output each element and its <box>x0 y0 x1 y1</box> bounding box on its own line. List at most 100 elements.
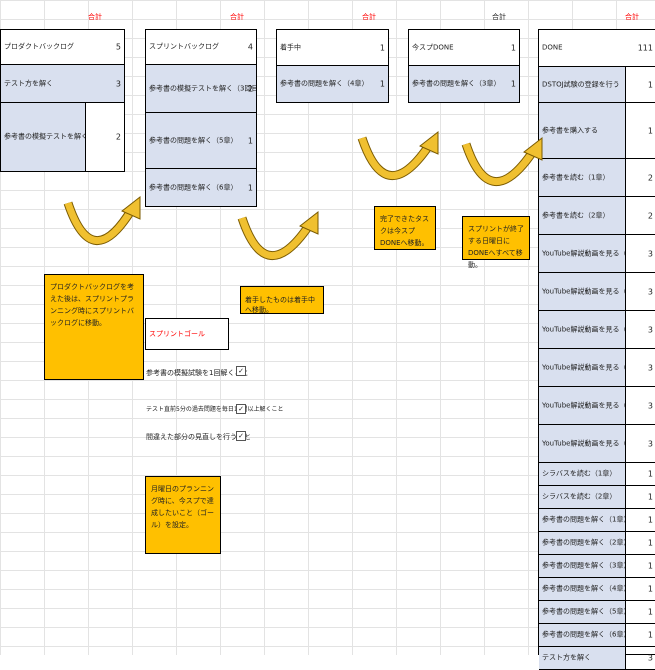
task-label: 参考書を購入する <box>542 126 598 134</box>
done-title-row[interactable]: DONE 111 <box>539 30 655 67</box>
table-row[interactable]: 参考書の問題を解く（4章） 1 <box>277 66 388 102</box>
task-value: 2 <box>247 84 253 93</box>
task-value: 1 <box>647 561 653 571</box>
task-label-cell: YouTube解説動画を見る（5章） <box>539 387 626 424</box>
task-value: 3 <box>647 439 653 448</box>
task-label-cell: 参考書を購入する <box>539 103 626 158</box>
table-row[interactable]: YouTube解説動画を見る（2章）3 <box>539 273 655 311</box>
task-value: 3 <box>647 363 653 372</box>
task-value: 3 <box>647 401 653 410</box>
table-row[interactable]: 参考書の模擬テストを解く（3回目） 2 <box>146 65 256 113</box>
table-row[interactable]: 参考書の問題を解く（1章）1 <box>539 509 655 532</box>
table-row[interactable]: 参考書を読む（2章）2 <box>539 197 655 235</box>
table-row[interactable]: シラバスを読む（2章） 1 <box>539 486 655 509</box>
table-row[interactable]: YouTube解説動画を見る（1章）3 <box>539 235 655 273</box>
done-title: DONE <box>542 43 563 52</box>
task-value: 1 <box>647 630 653 640</box>
table-row[interactable]: YouTube解説動画を見る（4章） 3 <box>539 349 655 387</box>
product-backlog-total: 5 <box>115 42 121 52</box>
product-backlog-title: プロダクトバックログ <box>4 42 74 51</box>
task-label-cell: YouTube解説動画を見る（3章） <box>539 311 626 348</box>
table-row[interactable]: DSTOJ試験の登録を行う 1 <box>539 67 655 103</box>
in-progress-title-row[interactable]: 着手中 1 <box>277 30 388 66</box>
task-label-cell: 参考書の問題を解く（5章） <box>539 601 626 623</box>
table-row[interactable]: 参考書の問題を解く（5章） 1 <box>146 113 256 169</box>
table-row[interactable]: 参考書の模擬テストを解く（4回目） <box>1 103 86 171</box>
note-backlog-move: プロダクトバックログを考えた後は、スプリントプランニング時にスプリントバックログ… <box>44 274 144 380</box>
task-label: シラバスを読む（2章） <box>542 492 617 501</box>
table-row[interactable]: 参考書の問題を解く（3章） 1 <box>409 66 519 102</box>
task-label: YouTube解説動画を見る（1章） <box>542 249 626 257</box>
task-value: 1 <box>647 80 653 89</box>
task-label: 参考書の問題を解く（6章） <box>149 183 238 191</box>
task-label: 参考書の問題を解く（4章） <box>542 584 626 593</box>
task-value: 3 <box>647 325 653 334</box>
done-total: 111 <box>637 43 653 53</box>
table-row[interactable]: テスト方を解く 3 <box>1 65 124 103</box>
table-row[interactable]: YouTube解説動画を見る（5章） 3 <box>539 387 655 425</box>
goal-checkbox[interactable]: ✓ <box>236 431 246 441</box>
task-label: 参考書の問題を解く（4章） <box>280 79 369 88</box>
note-sprint-end: スプリントが終了する日曜日にDONEへすべて移動。 <box>462 216 530 269</box>
goal-item-label: 間違えた部分の見直しを行うこと <box>146 433 251 441</box>
table-row[interactable]: 参考書の問題を解く（6章） 1 <box>146 169 256 206</box>
task-label: YouTube解説動画を見る（2章） <box>542 287 626 295</box>
curved-arrow-icon <box>461 136 543 186</box>
task-label-cell: YouTube解説動画を見る（6章） <box>539 425 626 462</box>
task-label: 参考書の模擬テストを解く（4回目） <box>4 132 86 141</box>
task-value: 1 <box>647 126 653 135</box>
task-label-cell: 参考書の問題を解く（6章） <box>539 624 626 646</box>
sprint-backlog-total: 4 <box>247 42 253 52</box>
sprint-backlog-title-row[interactable]: スプリントバックログ 4 <box>146 30 256 65</box>
table-row[interactable]: YouTube解説動画を見る（6章） 3 <box>539 425 655 463</box>
task-value: 1 <box>647 492 653 502</box>
task-label-cell: YouTube解説動画を見る（4章） <box>539 349 626 386</box>
sprint-done-table: 今スプDONE 1 参考書の問題を解く（3章） 1 <box>408 29 520 103</box>
task-label-cell: 参考書の問題を解く（1章） <box>539 509 626 531</box>
task-label: 参考書の問題を解く（3章） <box>542 561 626 570</box>
product-backlog-title-row[interactable]: プロダクトバックログ 5 <box>1 30 124 65</box>
goal-checkbox[interactable]: ✓ <box>236 366 246 376</box>
task-value: 1 <box>247 136 253 145</box>
task-label-cell: 参考書を読む（2章） <box>539 197 626 234</box>
table-row[interactable]: YouTube解説動画を見る（3章） 3 <box>539 311 655 349</box>
task-label: 参考書を読む（1章） <box>542 173 610 181</box>
note-in-progress-move: 着手したものは着手中へ移動。 <box>240 286 324 314</box>
task-label: 参考書の問題を解く（5章） <box>542 607 626 616</box>
sprint-goal-title[interactable]: スプリントゴール <box>145 318 229 350</box>
goal-item-label: テスト直前5分の過去問題を毎日10問以上解くこと <box>146 406 284 413</box>
task-value: 2 <box>115 132 121 142</box>
sprint-done-title: 今スプDONE <box>412 43 454 51</box>
task-label-cell: 参考書の問題を解く（2章） <box>539 532 626 554</box>
table-row[interactable]: 参考書を購入する 1 <box>539 103 655 159</box>
table-row[interactable]: 参考書の問題を解く（4章）1 <box>539 578 655 601</box>
task-label-cell: テスト方を解く <box>539 647 626 669</box>
goal-checkbox[interactable]: ✓ <box>236 404 246 414</box>
task-label: 参考書の問題を解く（3章） <box>412 79 501 88</box>
table-row[interactable]: 参考書の問題を解く（5章）1 <box>539 601 655 624</box>
sprint-backlog-title: スプリントバックログ <box>149 42 219 51</box>
in-progress-table: 着手中 1 参考書の問題を解く（4章） 1 <box>276 29 389 103</box>
sprint-done-title-row[interactable]: 今スプDONE 1 <box>409 30 519 66</box>
task-value: 1 <box>647 469 653 479</box>
curved-arrow-icon <box>63 195 141 245</box>
task-value-cell: 2 <box>86 103 124 171</box>
task-value: 3 <box>115 79 121 88</box>
table-row[interactable]: シラバスを読む（1章） 1 <box>539 463 655 486</box>
task-value: 1 <box>247 183 253 192</box>
note-done-move: 完了できたタスクは今スプDONEへ移動。 <box>374 206 436 250</box>
table-row[interactable]: 参考書の問題を解く（3章） 1 <box>539 555 655 578</box>
task-label: テスト方を解く <box>4 79 53 87</box>
curved-arrow-icon <box>357 130 439 180</box>
table-row[interactable]: 参考書の問題を解く（6章） 1 <box>539 624 655 647</box>
table-row[interactable]: 参考書を読む（1章）2 <box>539 159 655 197</box>
task-label-cell: シラバスを読む（1章） <box>539 463 626 485</box>
sprint-done-total: 1 <box>510 43 516 52</box>
total-header: 合計 <box>230 13 244 21</box>
task-label: DSTOJ試験の登録を行う <box>542 80 620 88</box>
total-header: 合計 <box>492 13 506 21</box>
table-row[interactable]: 参考書の問題を解く（2章）1 <box>539 532 655 555</box>
task-label: YouTube解説動画を見る（6章） <box>542 439 626 447</box>
